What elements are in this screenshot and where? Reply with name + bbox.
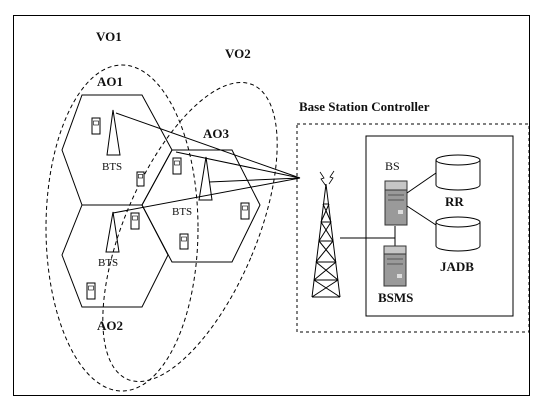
mobile-phone-icon: [130, 212, 140, 230]
mobile-phone-icon: [172, 157, 182, 175]
bts-label: BTS: [102, 161, 122, 173]
radio-link: [175, 151, 301, 179]
bsc-box: [296, 123, 530, 333]
bsms-server-icon: [383, 245, 407, 287]
ao3-label: AO3: [203, 126, 230, 141]
bs-server-icon: [384, 180, 408, 226]
bs-label: BS: [385, 159, 400, 173]
vo2-label: VO2: [225, 46, 251, 61]
bsms-label: BSMS: [378, 290, 413, 305]
vo1-region: [45, 64, 199, 392]
bs-inner-box: [365, 135, 514, 317]
bsc-title: Base Station Controller: [299, 99, 430, 114]
cell-ao1: [61, 94, 173, 206]
mobile-phone-icon: [86, 282, 96, 300]
mobile-phone-icon: [91, 117, 101, 135]
radio-link: [115, 112, 301, 179]
antenna-tower-icon: [311, 170, 341, 298]
radio-link: [208, 177, 301, 183]
jadb-label: JADB: [440, 259, 474, 274]
mobile-phone-icon: [240, 202, 250, 220]
ao1-label: AO1: [97, 74, 123, 89]
radio-link: [112, 177, 301, 214]
bts-antenna-icon: [106, 109, 121, 156]
mobile-phone-icon: [179, 233, 189, 250]
bts-antenna-icon: [198, 156, 213, 201]
vo2-region: [102, 81, 278, 383]
rr-database-icon: [435, 154, 481, 191]
rr-label: RR: [445, 194, 464, 209]
bts-label: BTS: [98, 257, 118, 269]
vo1-label: VO1: [96, 29, 122, 44]
bs-jadb-link: [406, 205, 437, 226]
bs-rr-link: [406, 172, 437, 194]
bts-antenna-icon: [105, 211, 120, 253]
jadb-database-icon: [435, 216, 481, 252]
ao2-label: AO2: [97, 318, 123, 333]
cell-ao3: [141, 149, 261, 263]
mobile-phone-icon: [136, 171, 145, 187]
bts-label: BTS: [172, 206, 192, 218]
cell-ao2: [61, 204, 169, 308]
